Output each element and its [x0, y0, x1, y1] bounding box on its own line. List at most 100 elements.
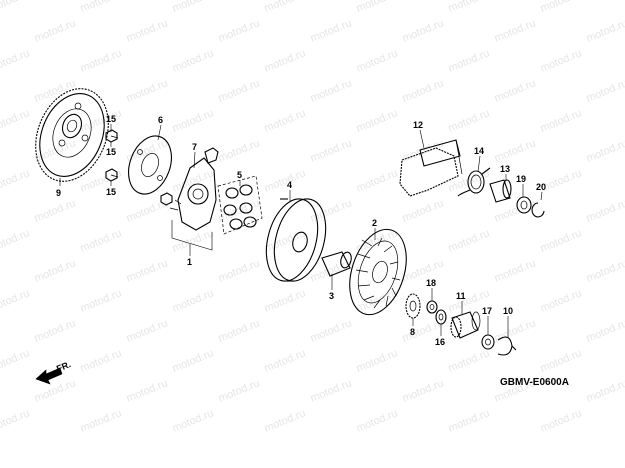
watermark-text: motod.ru: [309, 317, 354, 344]
watermark-text: motod.ru: [217, 377, 262, 404]
callout-19: 19: [516, 174, 526, 184]
callout-15: 15: [106, 114, 116, 124]
callout-16: 16: [435, 337, 445, 347]
part-11-gear-shaft: [450, 311, 481, 339]
callout-18: 18: [426, 278, 436, 288]
watermark-text: motod.ru: [0, 47, 31, 74]
watermark-text: motod.ru: [125, 17, 170, 44]
part-3-collar: [321, 251, 352, 277]
watermark-text: motod.ru: [79, 47, 124, 74]
watermark-text: motod.ru: [217, 197, 262, 224]
part-7-drive-face: [169, 147, 219, 251]
watermark-text: motod.ru: [585, 377, 625, 404]
watermark-text: motod.ru: [493, 77, 538, 104]
watermark-text: motod.ru: [0, 0, 31, 15]
watermark-text: motod.ru: [33, 317, 78, 344]
direction-label: FR.: [55, 359, 72, 374]
watermark-text: motod.ru: [79, 107, 124, 134]
watermark-text: motod.ru: [355, 107, 400, 134]
watermark-text: motod.ru: [493, 257, 538, 284]
callout-17: 17: [482, 306, 492, 316]
part-8-ratchet: [405, 293, 421, 319]
watermark-text: motod.ru: [585, 257, 625, 284]
part-12-spindle: [399, 139, 463, 197]
part-19-washer: [516, 196, 532, 214]
watermark-text: motod.ru: [79, 407, 124, 434]
watermark-text: motod.ru: [171, 0, 216, 15]
callout-12: 12: [413, 120, 423, 130]
callout-4: 4: [287, 180, 292, 190]
watermark-text: motod.ru: [539, 0, 584, 15]
callout-14: 14: [474, 146, 484, 156]
callout-20: 20: [536, 182, 546, 192]
watermark-text: motod.ru: [125, 77, 170, 104]
arrow-left-icon: [35, 367, 63, 385]
watermark-text: motod.ru: [171, 107, 216, 134]
watermark-text: motod.ru: [355, 347, 400, 374]
watermark-text: motod.ru: [171, 47, 216, 74]
watermark-text: motod.ru: [79, 347, 124, 374]
watermark-text: motod.ru: [585, 77, 625, 104]
watermark-text: motod.ru: [355, 0, 400, 15]
watermark-text: motod.ru: [585, 137, 625, 164]
watermark-text: motod.ru: [447, 107, 492, 134]
callout-10: 10: [503, 306, 513, 316]
watermark-text: motod.ru: [309, 377, 354, 404]
watermark-text: motod.ru: [33, 17, 78, 44]
part-6-plate: [128, 135, 172, 195]
callout-8: 8: [410, 327, 415, 337]
watermark-text: motod.ru: [125, 317, 170, 344]
watermark-text: motod.ru: [585, 197, 625, 224]
watermark-text: motod.ru: [33, 77, 78, 104]
part-13-bushing: [489, 179, 512, 203]
watermark-text: motod.ru: [125, 257, 170, 284]
watermark-text: motod.ru: [33, 257, 78, 284]
watermark-text: motod.ru: [171, 347, 216, 374]
watermark-text: motod.ru: [539, 407, 584, 434]
diagram-code: GBMV-E0600A: [500, 377, 569, 388]
watermark-text: motod.ru: [401, 197, 446, 224]
part-15-bolts: [105, 129, 173, 206]
watermark-text: motod.ru: [401, 77, 446, 104]
watermark-text: motod.ru: [493, 317, 538, 344]
watermark-text: motod.ru: [263, 107, 308, 134]
watermark-text: motod.ru: [447, 407, 492, 434]
watermark-text: motod.ru: [217, 317, 262, 344]
watermark-text: motod.ru: [263, 347, 308, 374]
callout-1: 1: [187, 257, 192, 267]
watermark-text: motod.ru: [125, 137, 170, 164]
watermark-text: motod.ru: [539, 287, 584, 314]
part-10-spring-clip: [497, 336, 517, 356]
watermark-text: motod.ru: [447, 0, 492, 15]
watermark-text: motod.ru: [539, 47, 584, 74]
watermark-text: motod.ru: [355, 287, 400, 314]
watermark-text: motod.ru: [447, 227, 492, 254]
watermark-text: motod.ru: [33, 137, 78, 164]
watermark-text: motod.ru: [217, 257, 262, 284]
watermark-text: motod.ru: [217, 137, 262, 164]
callout-2: 2: [372, 218, 377, 228]
part-17-washer: [481, 334, 495, 350]
watermark-text: motod.ru: [309, 17, 354, 44]
watermark-text: motod.ru: [401, 17, 446, 44]
watermark-text: motod.ru: [355, 167, 400, 194]
callout-9: 9: [56, 188, 61, 198]
watermark-text: motod.ru: [355, 47, 400, 74]
part-2-fan: [349, 228, 407, 316]
watermark-text: motod.ru: [263, 167, 308, 194]
watermark-text: motod.ru: [355, 407, 400, 434]
watermark-text: motod.ru: [125, 197, 170, 224]
part-14-spring: [457, 167, 491, 197]
watermark-text: motod.ru: [309, 137, 354, 164]
callout-11: 11: [456, 291, 466, 301]
callout-13: 13: [500, 164, 510, 174]
watermark-text: motod.ru: [0, 107, 31, 134]
watermark-text: motod.ru: [447, 347, 492, 374]
watermark-text: motod.ru: [33, 197, 78, 224]
watermark-text: motod.ru: [539, 227, 584, 254]
watermark-text: motod.ru: [171, 167, 216, 194]
watermark-text: motod.ru: [447, 47, 492, 74]
watermark-text: motod.ru: [401, 377, 446, 404]
watermark-text: motod.ru: [171, 227, 216, 254]
watermark-text: motod.ru: [0, 407, 31, 434]
